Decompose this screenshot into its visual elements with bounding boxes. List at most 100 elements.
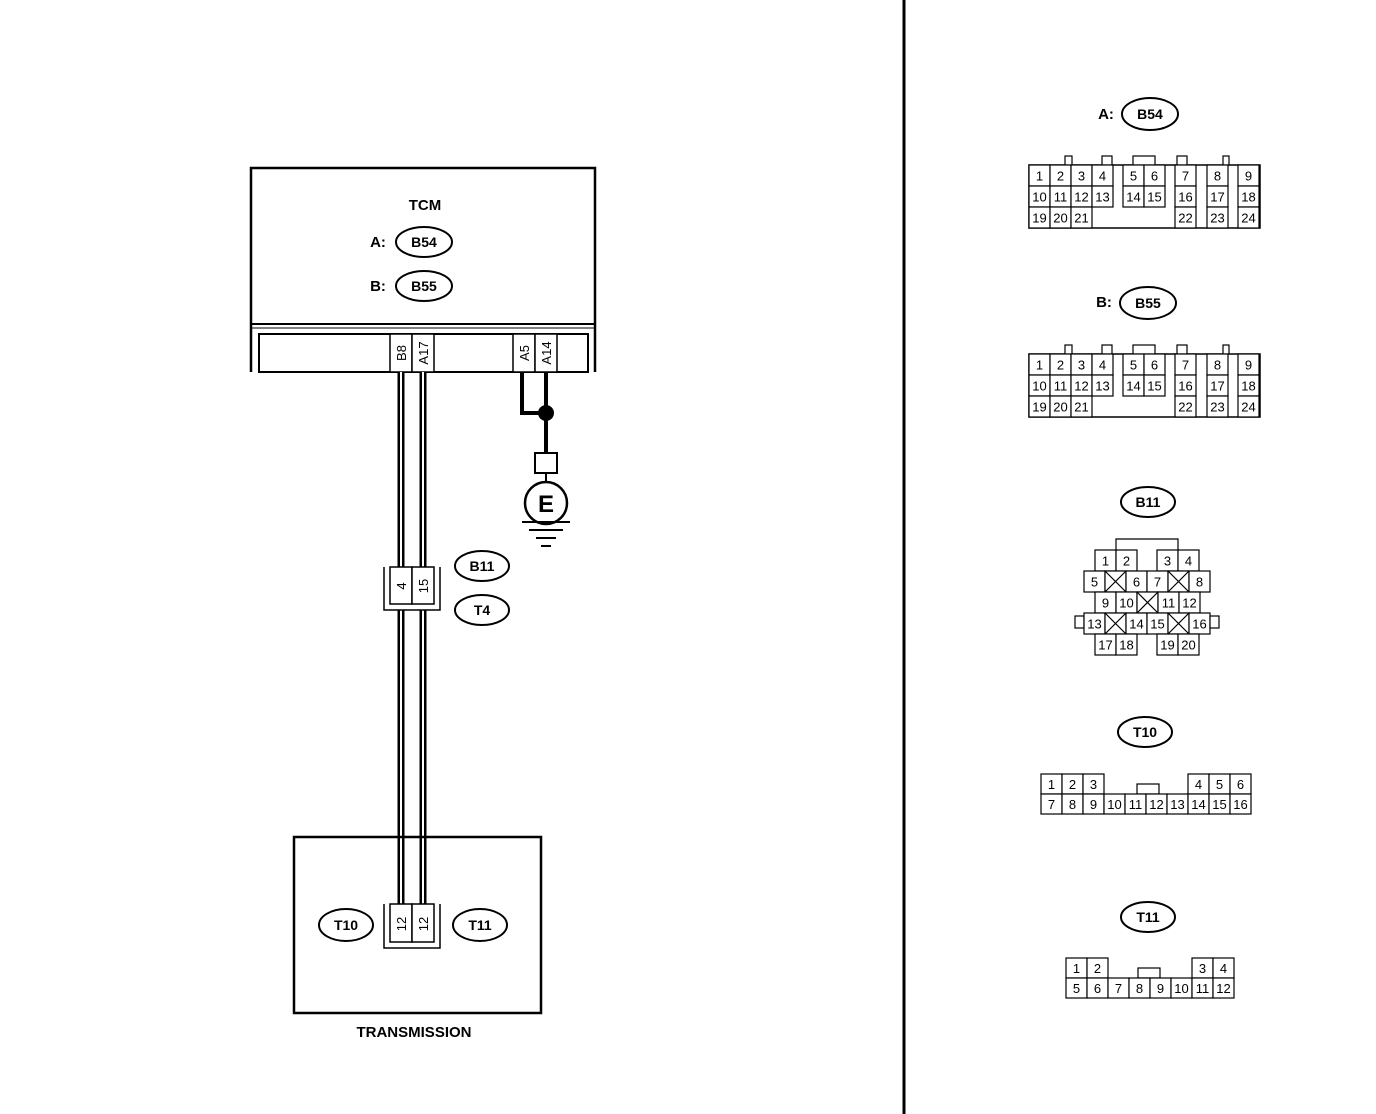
b55-pin-22: 22 [1178, 400, 1192, 415]
b54-pin-21: 21 [1074, 211, 1088, 226]
locking-tab [1132, 344, 1156, 355]
b55-pin-16: 16 [1178, 379, 1192, 394]
tcm-terminal-a14: A14 [539, 341, 554, 364]
b55-pin-2: 2 [1057, 358, 1064, 373]
b11-pin-20: 20 [1181, 638, 1195, 653]
b11-pin-11: 11 [1162, 596, 1176, 611]
b11-oval [454, 550, 510, 582]
tcm-terminal-a17: A17 [416, 341, 431, 364]
b55-code: B55 [1135, 295, 1161, 311]
t11-pin-5: 5 [1073, 981, 1080, 996]
transmission-block: 12 12 T10 T11 TRANSMISSION [292, 835, 543, 1041]
splice-point [538, 405, 554, 421]
b54-prefix: A: [1098, 106, 1114, 123]
ground-label: E [538, 491, 554, 518]
tcm-connector-a-code: B54 [411, 234, 437, 250]
locking-tab [1137, 967, 1161, 979]
t10-pin-13: 13 [1170, 797, 1184, 812]
t10-oval [318, 908, 374, 942]
t11-code: T11 [468, 917, 492, 933]
b55-pin-17: 17 [1210, 379, 1224, 394]
locking-tab [1132, 155, 1156, 166]
b54-pin-11: 11 [1054, 190, 1068, 205]
b11-pin-6: 6 [1133, 575, 1140, 590]
t11-oval [452, 908, 508, 942]
b55-prefix: B: [1096, 294, 1112, 311]
b54-pin-23: 23 [1210, 211, 1224, 226]
t11-pin-7: 7 [1115, 981, 1122, 996]
b54-pin-1: 1 [1036, 169, 1043, 184]
t11-view-oval [1120, 901, 1176, 933]
b11-pin-13: 13 [1087, 617, 1101, 632]
t10-pin-12: 12 [1149, 797, 1163, 812]
b54-pin-5: 5 [1130, 169, 1137, 184]
tcm-connector-a-prefix: A: [370, 234, 386, 251]
b54-pin-13: 13 [1095, 190, 1109, 205]
locking-tab [1176, 155, 1188, 166]
b55-pin-6: 6 [1151, 358, 1158, 373]
locking-tab [1209, 615, 1220, 629]
b55-pin-8: 8 [1214, 358, 1221, 373]
b11-pin-17: 17 [1098, 638, 1112, 653]
b55-pin-24: 24 [1241, 400, 1255, 415]
locking-tab [1222, 155, 1230, 166]
tcm-block: TCM A: B54 B: B55 B8 A17 A5 A14 [249, 166, 597, 373]
b55-pin-5: 5 [1130, 358, 1137, 373]
b55-pin-3: 3 [1078, 358, 1085, 373]
t11-pin-8: 8 [1136, 981, 1143, 996]
b54-pin-6: 6 [1151, 169, 1158, 184]
b54-pin-12: 12 [1074, 190, 1088, 205]
tcm-terminal-a5: A5 [517, 345, 532, 361]
t10-pin-1: 1 [1048, 777, 1055, 792]
t10-pin-2: 2 [1069, 777, 1076, 792]
b11-pin-15: 15 [1150, 617, 1164, 632]
locking-tab [1101, 155, 1113, 166]
t4-code: T4 [474, 602, 491, 618]
t11-pin-10: 10 [1174, 981, 1188, 996]
tcm-connector-b-prefix: B: [370, 278, 386, 295]
t11-pin-12: 12 [1216, 981, 1230, 996]
t10-pin-6: 6 [1237, 777, 1244, 792]
b11-pin-12: 12 [1182, 596, 1196, 611]
b11-pin-9: 9 [1102, 596, 1109, 611]
b55-pin-23: 23 [1210, 400, 1224, 415]
transmission-pin-12-right: 12 [416, 917, 431, 931]
b54-code: B54 [1137, 106, 1163, 122]
b54-pin-18: 18 [1241, 190, 1255, 205]
t11-pin-1: 1 [1073, 961, 1080, 976]
locking-tab [1064, 344, 1073, 355]
b54-pin-7: 7 [1182, 169, 1189, 184]
t11-pin-11: 11 [1196, 981, 1210, 996]
t10-pin-7: 7 [1048, 797, 1055, 812]
transmission-pin-12-left: 12 [394, 917, 409, 931]
t10-pin-8: 8 [1069, 797, 1076, 812]
b54-pin-8: 8 [1214, 169, 1221, 184]
locking-tab [1074, 615, 1085, 629]
t10-pin-14: 14 [1191, 797, 1205, 812]
b11-pin-18: 18 [1119, 638, 1133, 653]
junction-pin-15: 15 [416, 579, 431, 593]
b11-pin-4: 4 [1185, 554, 1192, 569]
b11-pin-10: 10 [1119, 596, 1133, 611]
ground-circuit: E [520, 372, 570, 547]
b55-pin-20: 20 [1053, 400, 1067, 415]
b11-view-oval [1120, 486, 1176, 518]
t10-pin-15: 15 [1212, 797, 1226, 812]
b54-pin-14: 14 [1126, 190, 1140, 205]
t10-pin-5: 5 [1216, 777, 1223, 792]
b55-pin-4: 4 [1099, 358, 1106, 373]
b55-pin-12: 12 [1074, 379, 1088, 394]
t10-pin-11: 11 [1129, 797, 1143, 812]
b55-pin-14: 14 [1126, 379, 1140, 394]
b55-pin-18: 18 [1241, 379, 1255, 394]
locking-tab [1136, 783, 1160, 795]
t10-pin-9: 9 [1090, 797, 1097, 812]
b11-pin-1: 1 [1102, 554, 1109, 569]
tcm-connector-b-oval [395, 270, 453, 302]
transmission-label: TRANSMISSION [356, 1024, 471, 1041]
